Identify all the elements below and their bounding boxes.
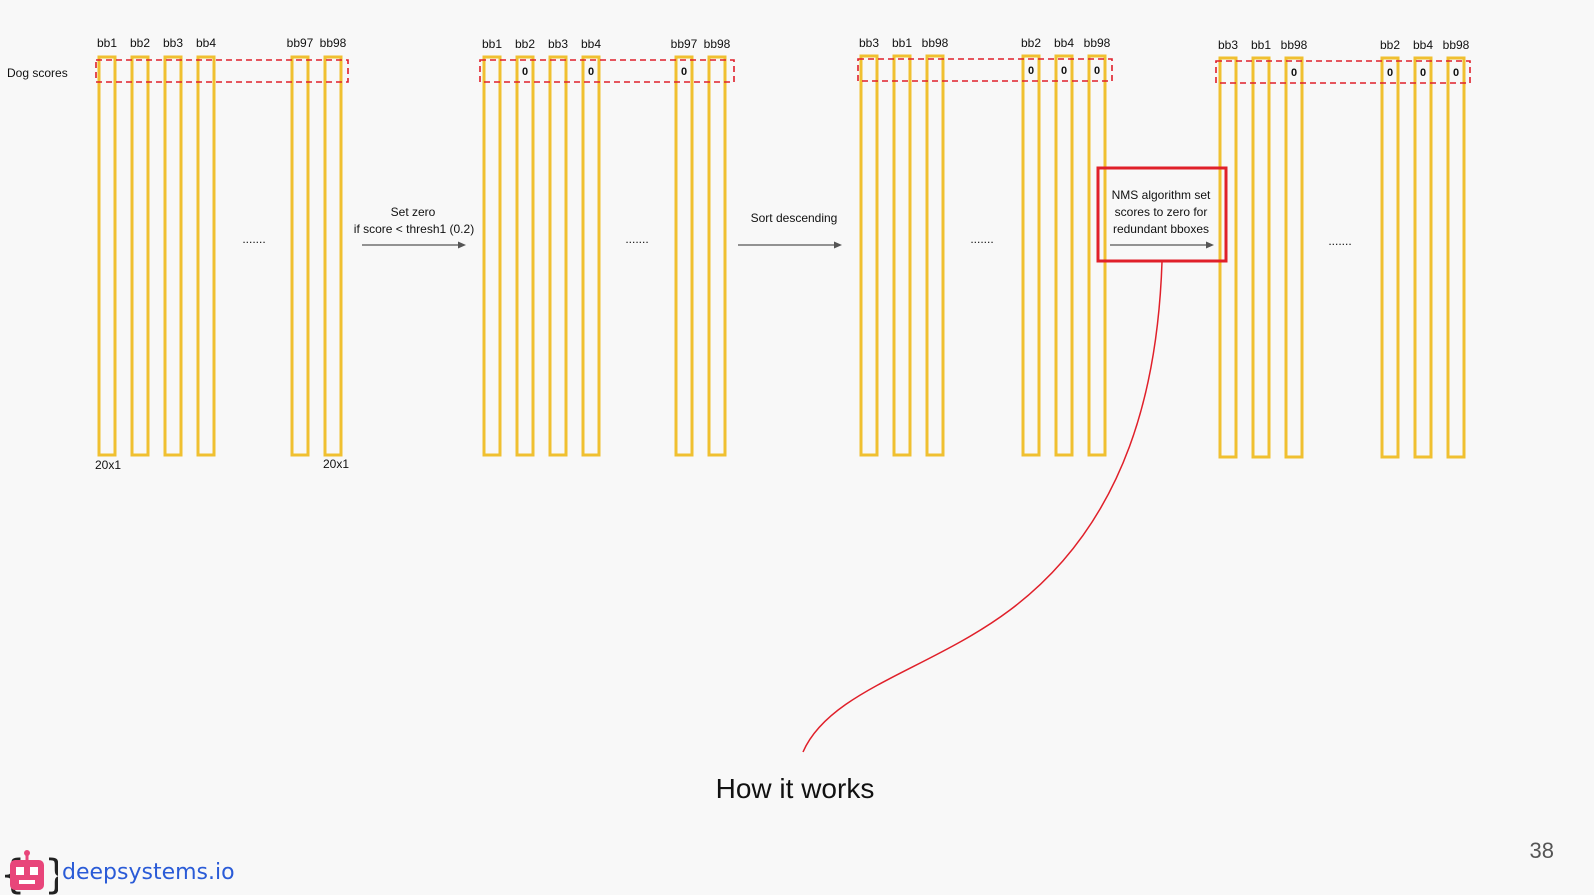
score-column (925, 54, 945, 457)
ellipsis: ....... (970, 232, 993, 246)
zero-score: 0 (522, 66, 528, 78)
column-label: bb3 (859, 36, 879, 50)
row-label: Dog scores (7, 66, 68, 80)
column-label: bb97 (287, 36, 314, 50)
step3-line1: NMS algorithm set (1112, 188, 1211, 202)
score-column (1251, 56, 1271, 459)
score-column (196, 55, 216, 457)
column-label: bb98 (922, 36, 949, 50)
score-column (1413, 56, 1433, 459)
column-label: bb98 (704, 37, 731, 51)
callout-curve (802, 261, 1163, 753)
stage-3: bb3 bb1 bb98 bb2 0 bb4 0 bb98 0....... (857, 36, 1113, 457)
stage-1: bb1 bb2 bb3 bb4 bb97 bb98....... 20x1 20x1 (95, 36, 349, 472)
score-column (892, 54, 912, 457)
column-label: bb3 (163, 36, 183, 50)
page-number: 38 (1529, 838, 1554, 863)
column-label: bb98 (1443, 38, 1470, 52)
logo: { } deepsystems.io (0, 850, 235, 895)
column-label: bb98 (320, 36, 347, 50)
dims-label: 20x1 (323, 457, 349, 471)
step3-line2: scores to zero for (1115, 205, 1208, 219)
top-score-highlight (479, 59, 735, 83)
score-column (1087, 54, 1107, 457)
score-column (130, 55, 150, 457)
column-label: bb4 (581, 37, 601, 51)
ellipsis: ....... (1328, 234, 1351, 248)
score-column (515, 55, 535, 457)
column-label: bb1 (482, 37, 502, 51)
column-label: bb2 (1380, 38, 1400, 52)
score-column (581, 55, 601, 457)
column-label: bb1 (892, 36, 912, 50)
column-label: bb97 (671, 37, 698, 51)
step3-arrow-head (1206, 241, 1214, 249)
column-label: bb4 (196, 36, 216, 50)
zero-score: 0 (1061, 65, 1067, 77)
step1-line1: Set zero (391, 205, 436, 219)
score-column (323, 55, 343, 457)
zero-score: 0 (1387, 67, 1393, 79)
nms-highlight-box (1096, 166, 1228, 263)
column-label: bb98 (1084, 36, 1111, 50)
step-set-zero: Set zero if score < thresh1 (0.2) (354, 205, 474, 249)
score-column (1446, 56, 1466, 459)
column-label: bb1 (97, 36, 117, 50)
score-column (1218, 56, 1238, 459)
column-label: bb2 (1021, 36, 1041, 50)
score-column (97, 55, 117, 457)
step3-line3: redundant bboxes (1113, 222, 1209, 236)
zero-score: 0 (681, 66, 687, 78)
zero-score: 0 (1028, 65, 1034, 77)
zero-score: 0 (1291, 67, 1297, 79)
column-label: bb3 (548, 37, 568, 51)
score-column (548, 55, 568, 457)
dims-label: 20x1 (95, 458, 121, 472)
top-score-highlight (857, 58, 1113, 82)
ellipsis: ....... (242, 232, 265, 246)
score-column (163, 55, 183, 457)
score-column (1021, 54, 1041, 457)
score-column (674, 55, 694, 457)
step1-arrow-head (458, 241, 466, 249)
score-column (859, 54, 879, 457)
slide-title: How it works (716, 773, 875, 804)
zero-score: 0 (1094, 65, 1100, 77)
top-score-highlight (1215, 60, 1471, 84)
logo-text: deepsystems.io (62, 860, 235, 885)
score-column (482, 55, 502, 457)
column-label: bb4 (1413, 38, 1433, 52)
score-column (1284, 56, 1304, 459)
stage-4: bb3 bb1 bb98 0 bb2 0 bb4 0 bb98 0....... (1215, 38, 1471, 459)
robot-logo-icon: { } (0, 850, 58, 895)
score-column (290, 55, 310, 457)
column-label: bb4 (1054, 36, 1074, 50)
column-label: bb1 (1251, 38, 1271, 52)
step2-line1: Sort descending (751, 211, 838, 225)
ellipsis: ....... (625, 232, 648, 246)
column-label: bb98 (1281, 38, 1308, 52)
stage-2: bb1 bb2 0 bb3 bb4 0 bb97 0 bb98....... (479, 37, 735, 457)
column-label: bb2 (130, 36, 150, 50)
column-label: bb3 (1218, 38, 1238, 52)
svg-text:}: } (44, 852, 58, 895)
step-nms: NMS algorithm set scores to zero for red… (1096, 166, 1228, 263)
score-column (1054, 54, 1074, 457)
score-column (1380, 56, 1400, 459)
zero-score: 0 (1420, 67, 1426, 79)
top-score-highlight (95, 59, 349, 83)
step-sort: Sort descending (738, 211, 842, 249)
zero-score: 0 (1453, 67, 1459, 79)
step2-arrow-head (834, 241, 842, 249)
zero-score: 0 (588, 66, 594, 78)
score-column (707, 55, 727, 457)
step1-line2: if score < thresh1 (0.2) (354, 222, 474, 236)
column-label: bb2 (515, 37, 535, 51)
